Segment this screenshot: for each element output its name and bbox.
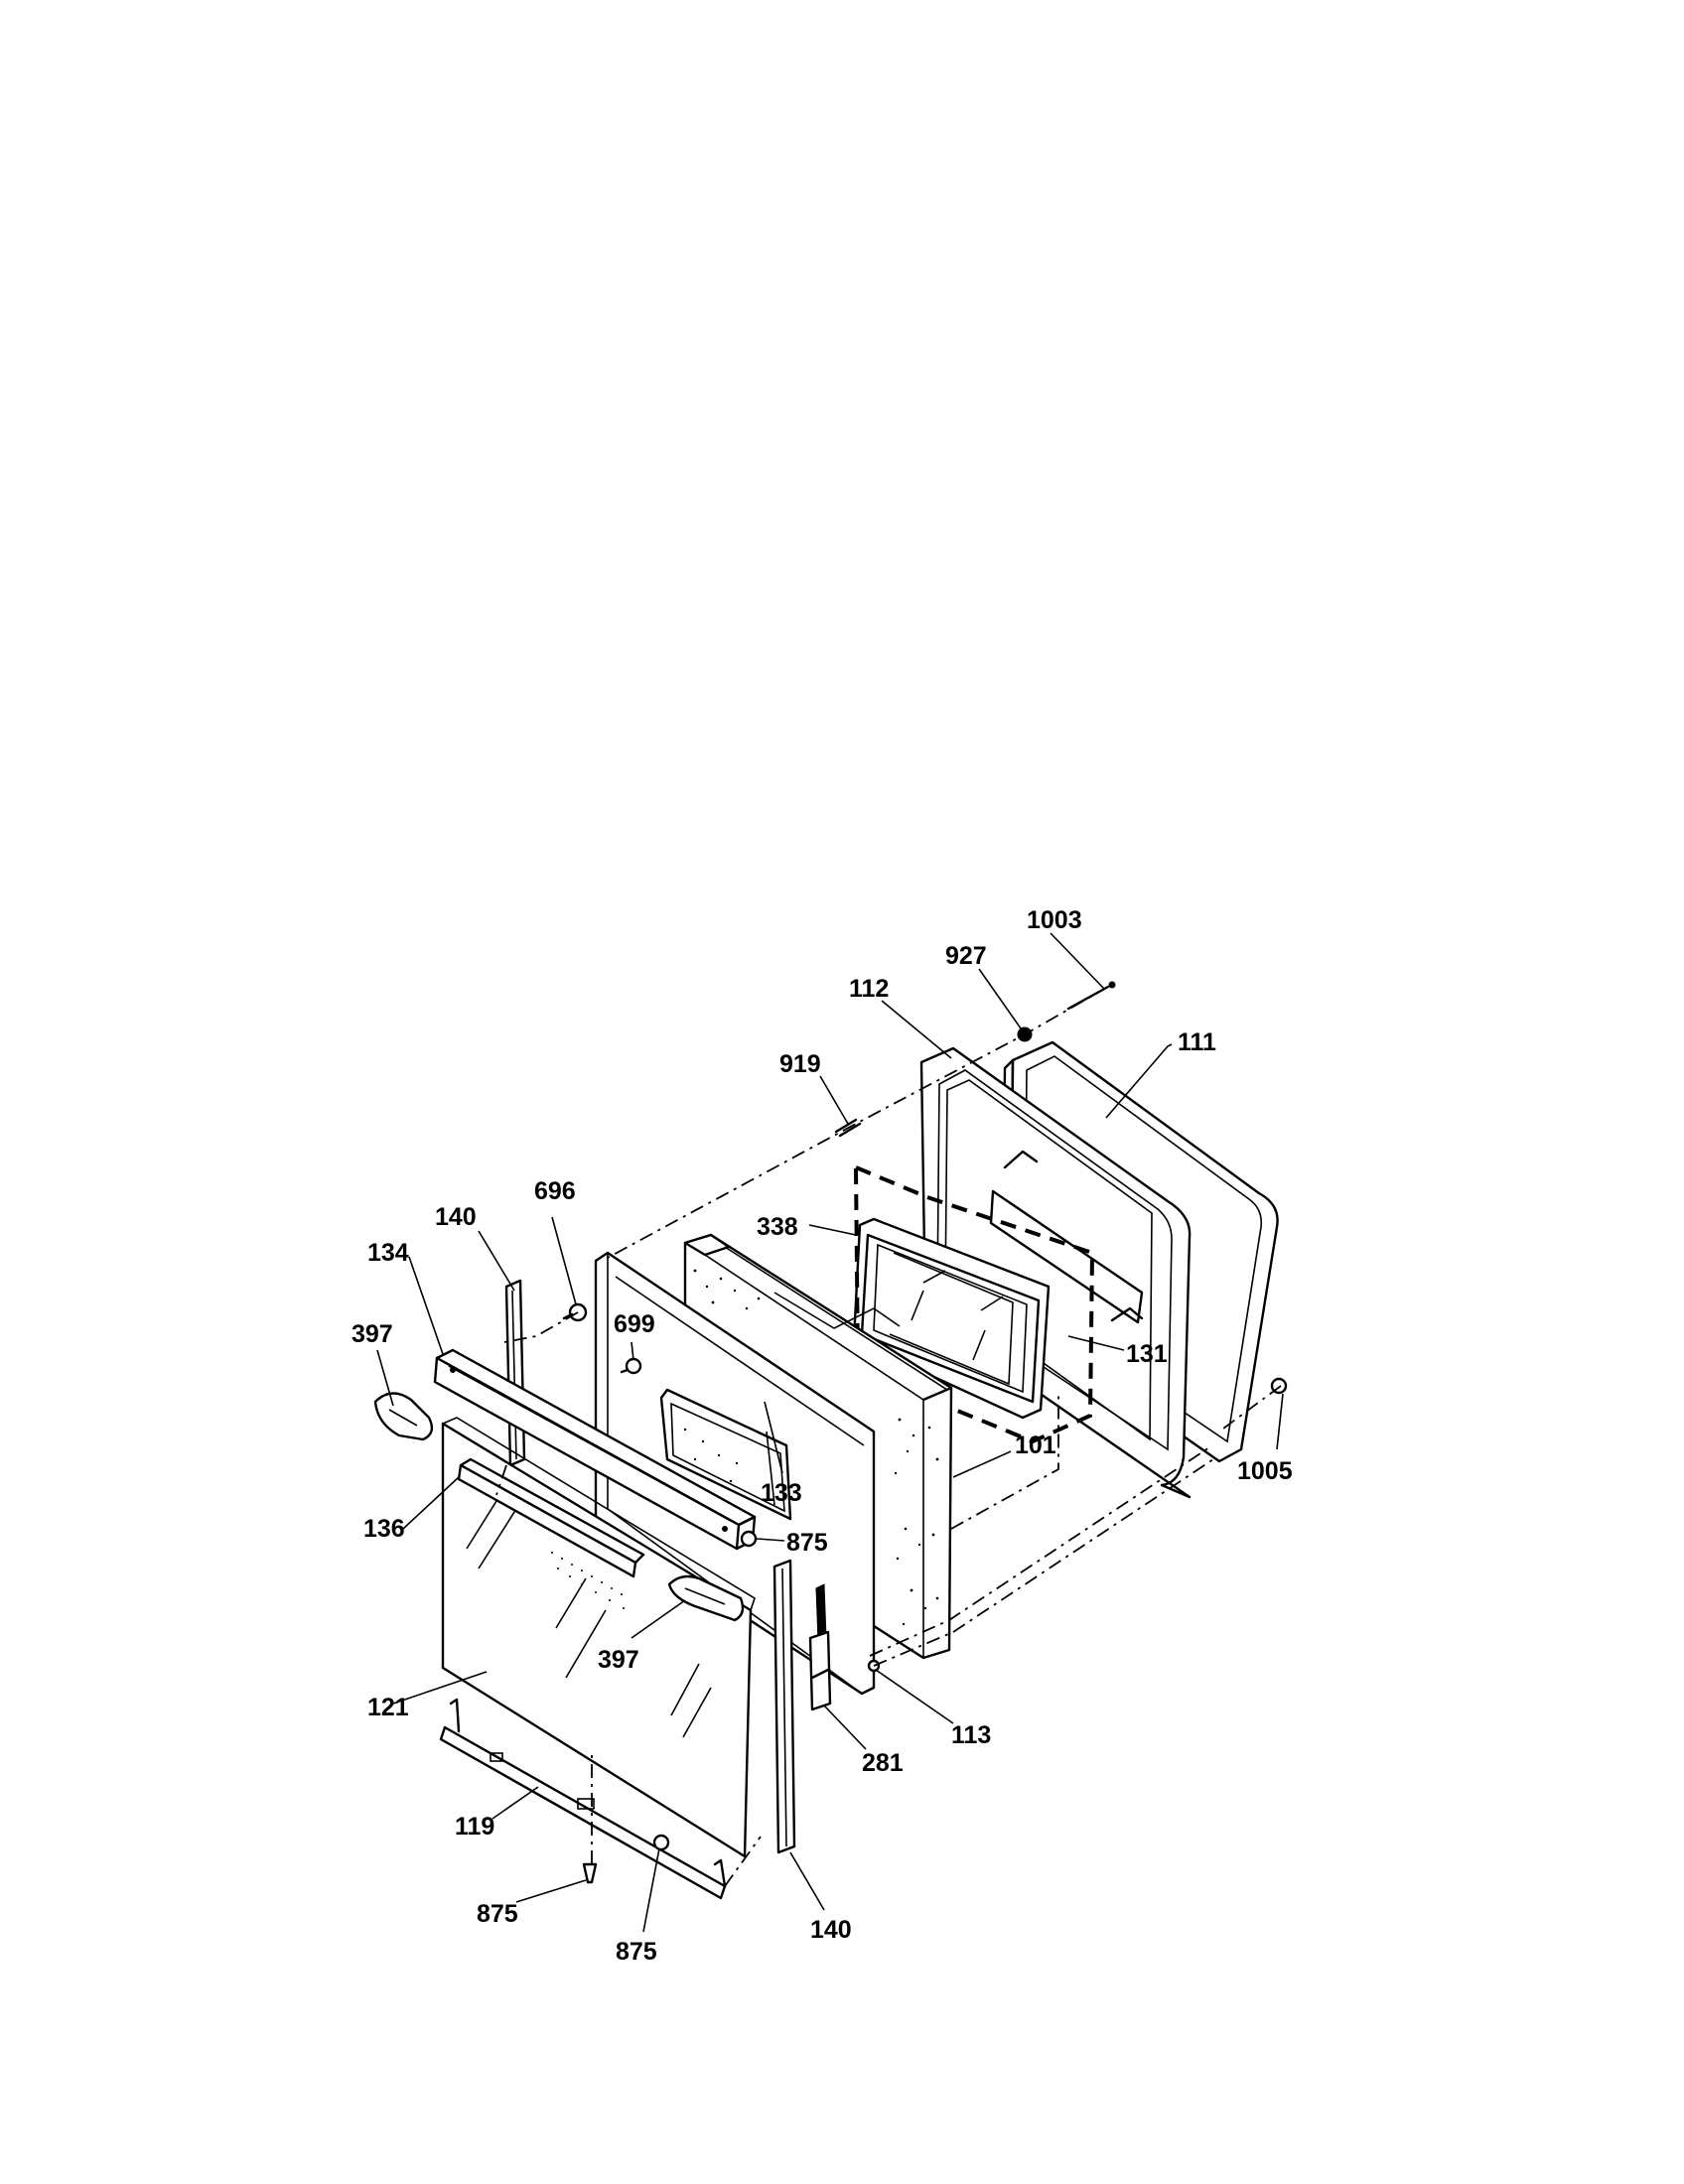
label-397-top: 397 <box>351 1320 393 1348</box>
label-919: 919 <box>779 1050 821 1078</box>
part-labels: 1003 927 112 111 919 338 140 696 134 397… <box>351 906 1293 1966</box>
label-136: 136 <box>363 1515 405 1543</box>
label-140-top: 140 <box>435 1203 477 1231</box>
leader-lines <box>376 932 1284 1933</box>
clip-919 <box>834 1118 862 1138</box>
label-131: 131 <box>1126 1340 1168 1368</box>
part-136-handle-bar <box>457 1457 645 1578</box>
label-397-bottom: 397 <box>598 1646 639 1674</box>
label-696: 696 <box>534 1177 576 1205</box>
label-875-mid: 875 <box>786 1529 828 1557</box>
label-140-bottom: 140 <box>810 1916 852 1944</box>
label-134: 134 <box>367 1239 409 1267</box>
panel-texture <box>693 1269 939 1626</box>
label-699: 699 <box>614 1310 655 1338</box>
label-133: 133 <box>761 1479 802 1507</box>
screw-875-bottom-right <box>652 1834 670 1851</box>
part-134-vent-trim <box>433 1348 757 1551</box>
part-140-side-rail <box>772 1559 796 1854</box>
label-101: 101 <box>1015 1432 1056 1459</box>
label-875-bottom-left: 875 <box>477 1900 518 1928</box>
label-927: 927 <box>945 942 987 970</box>
part-281-hinge <box>808 1583 832 1711</box>
label-111: 111 <box>1178 1028 1216 1056</box>
label-338: 338 <box>757 1213 798 1241</box>
part-397-right-endcap <box>667 1574 745 1622</box>
label-875-bottom: 875 <box>616 1938 657 1966</box>
screw-875-bottom-left <box>582 1862 598 1884</box>
label-1003: 1003 <box>1027 906 1082 934</box>
screw-699 <box>620 1357 642 1375</box>
label-1005: 1005 <box>1237 1457 1293 1485</box>
part-121-outer-door <box>441 1417 756 1858</box>
part-131-window-pack <box>852 1217 1051 1420</box>
part-119-bottom-trim <box>439 1698 727 1900</box>
assembly-guide-lines <box>495 986 1282 1887</box>
glass-shading <box>551 1552 625 1609</box>
liner-texture <box>683 1428 739 1483</box>
part-397-left-endcap <box>373 1392 434 1441</box>
part-140-top-bracket <box>504 1279 526 1467</box>
label-119: 119 <box>455 1813 494 1841</box>
part-338-insulation <box>853 1163 1095 1444</box>
label-113: 113 <box>951 1721 991 1749</box>
label-281: 281 <box>862 1749 904 1777</box>
glass-reflection <box>466 1500 712 1738</box>
label-112: 112 <box>849 975 889 1003</box>
screw-875-top <box>740 1530 758 1548</box>
label-121: 121 <box>367 1694 409 1721</box>
